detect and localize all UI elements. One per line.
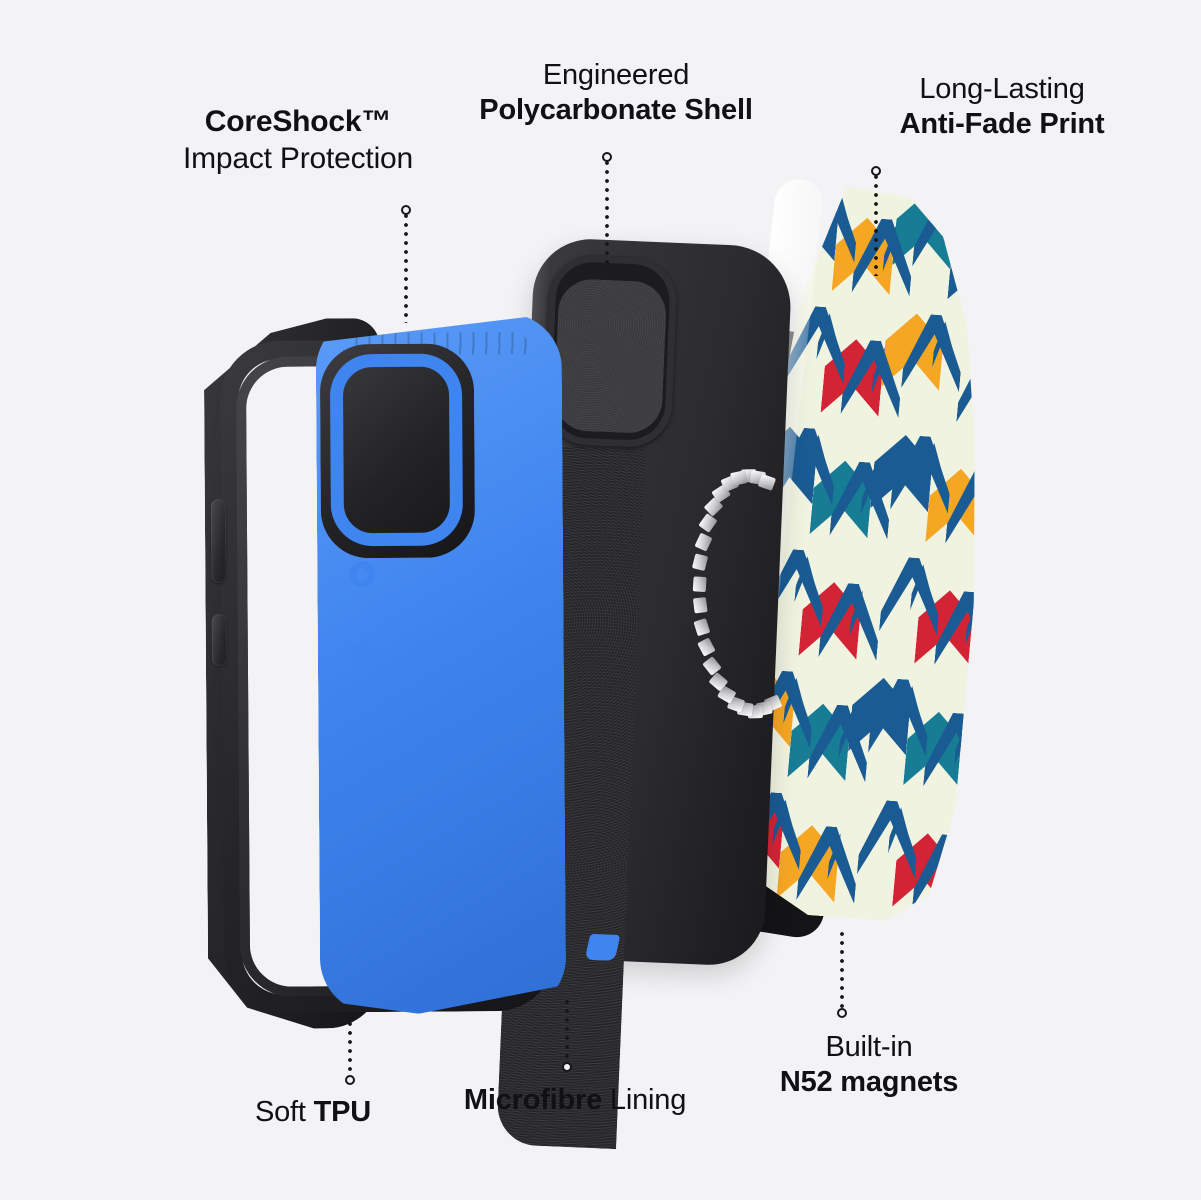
callout-antifade: Long-Lasting Anti-Fade Print [852, 72, 1152, 143]
callout-n52-line1: Built-in [825, 1031, 913, 1063]
leader-line-polycarbonate [602, 152, 612, 270]
callout-microfibre-bold: Microfibre [463, 1084, 603, 1116]
chevron-divider [996, 233, 1011, 310]
chevron-shape [1004, 198, 1011, 324]
leader-dots [565, 1000, 569, 1063]
leader-knob-icon [837, 1008, 847, 1018]
callout-polycarbonate-line2: Polycarbonate Shell [479, 94, 753, 127]
callout-tpu-bold: TPU [313, 1096, 372, 1128]
chevron-shape [948, 806, 1010, 925]
shell-camera-cutout [542, 253, 679, 449]
bumper-volume-up-button [210, 499, 227, 584]
leader-knob-icon [562, 1062, 572, 1072]
leader-knob-icon [345, 1075, 355, 1085]
magnet-segment [692, 553, 709, 572]
callout-antifade-line2: Anti-Fade Print [899, 108, 1105, 141]
bumper-frame [211, 313, 560, 1027]
tpu-button-ring-3 [530, 544, 554, 568]
leader-dots [840, 932, 844, 1009]
chevron-shape [993, 320, 1011, 446]
chevron-shape [921, 467, 990, 593]
tpu-camera-ring [329, 353, 464, 547]
callout-n52: Built-in N52 magnets [744, 1030, 994, 1101]
magnet-segment [692, 575, 707, 592]
callout-antifade-line1: Long-Lasting [919, 73, 1085, 105]
chevron-shape [982, 441, 1011, 567]
leader-dots [404, 214, 408, 323]
tpu-button-ring-2 [350, 644, 375, 669]
chevron-shape [971, 563, 1011, 689]
chevron-divider [1001, 815, 1011, 892]
chevron-shape [943, 224, 1011, 350]
callout-coreshock-line2: Impact Protection [182, 141, 414, 175]
magnet-segment [692, 597, 708, 614]
chevron-shape [899, 182, 968, 194]
chevron-divider [974, 476, 1001, 553]
leader-line-tpu [345, 1013, 355, 1085]
layer-tpu-bumper [204, 317, 565, 1029]
chevron-shape [932, 345, 1001, 471]
chevron-divider [940, 841, 967, 918]
callout-microfibre-suffix: Lining [602, 1084, 687, 1116]
leader-line-antifade [871, 166, 881, 276]
callout-coreshock-line1: CoreShock™ [204, 105, 392, 138]
callout-polycarbonate: Engineered Polycarbonate Shell [432, 58, 800, 129]
chevron-divider [1007, 182, 1011, 189]
leader-dots [874, 175, 878, 276]
chevron-spine [842, 920, 911, 924]
leader-line-microfibre [562, 1000, 572, 1072]
magnet-segment [694, 532, 713, 552]
magnet-segment [729, 469, 748, 486]
leader-line-n52 [837, 932, 847, 1018]
chevron-divider [941, 199, 968, 276]
chevron-shape [822, 919, 891, 925]
chevron-shape [960, 684, 1011, 810]
chevron-divider [985, 355, 1011, 432]
magnet-segment [693, 617, 711, 637]
callout-microfibre: Microfibre Lining [425, 1083, 725, 1118]
callout-n52-line2: N52 magnets [779, 1066, 959, 1099]
leader-dots [605, 161, 609, 270]
callout-tpu: Soft TPU [213, 1095, 413, 1130]
chevron-spine [974, 182, 1011, 229]
camera-cutout-lining [553, 277, 668, 435]
bumper-volume-down-button [211, 614, 227, 667]
chevron-spine [919, 182, 988, 196]
chevron-spine [963, 225, 1011, 351]
callout-tpu-prefix: Soft [254, 1096, 314, 1128]
chevron-shape [838, 182, 907, 220]
callout-polycarbonate-line1: Engineered [542, 59, 690, 91]
callout-coreshock: CoreShock™ Impact Protection [148, 104, 448, 177]
leader-line-coreshock [401, 205, 411, 323]
tpu-button-ring-1 [349, 561, 376, 588]
chevron-shape [954, 182, 1011, 228]
leader-dots [348, 1013, 352, 1076]
